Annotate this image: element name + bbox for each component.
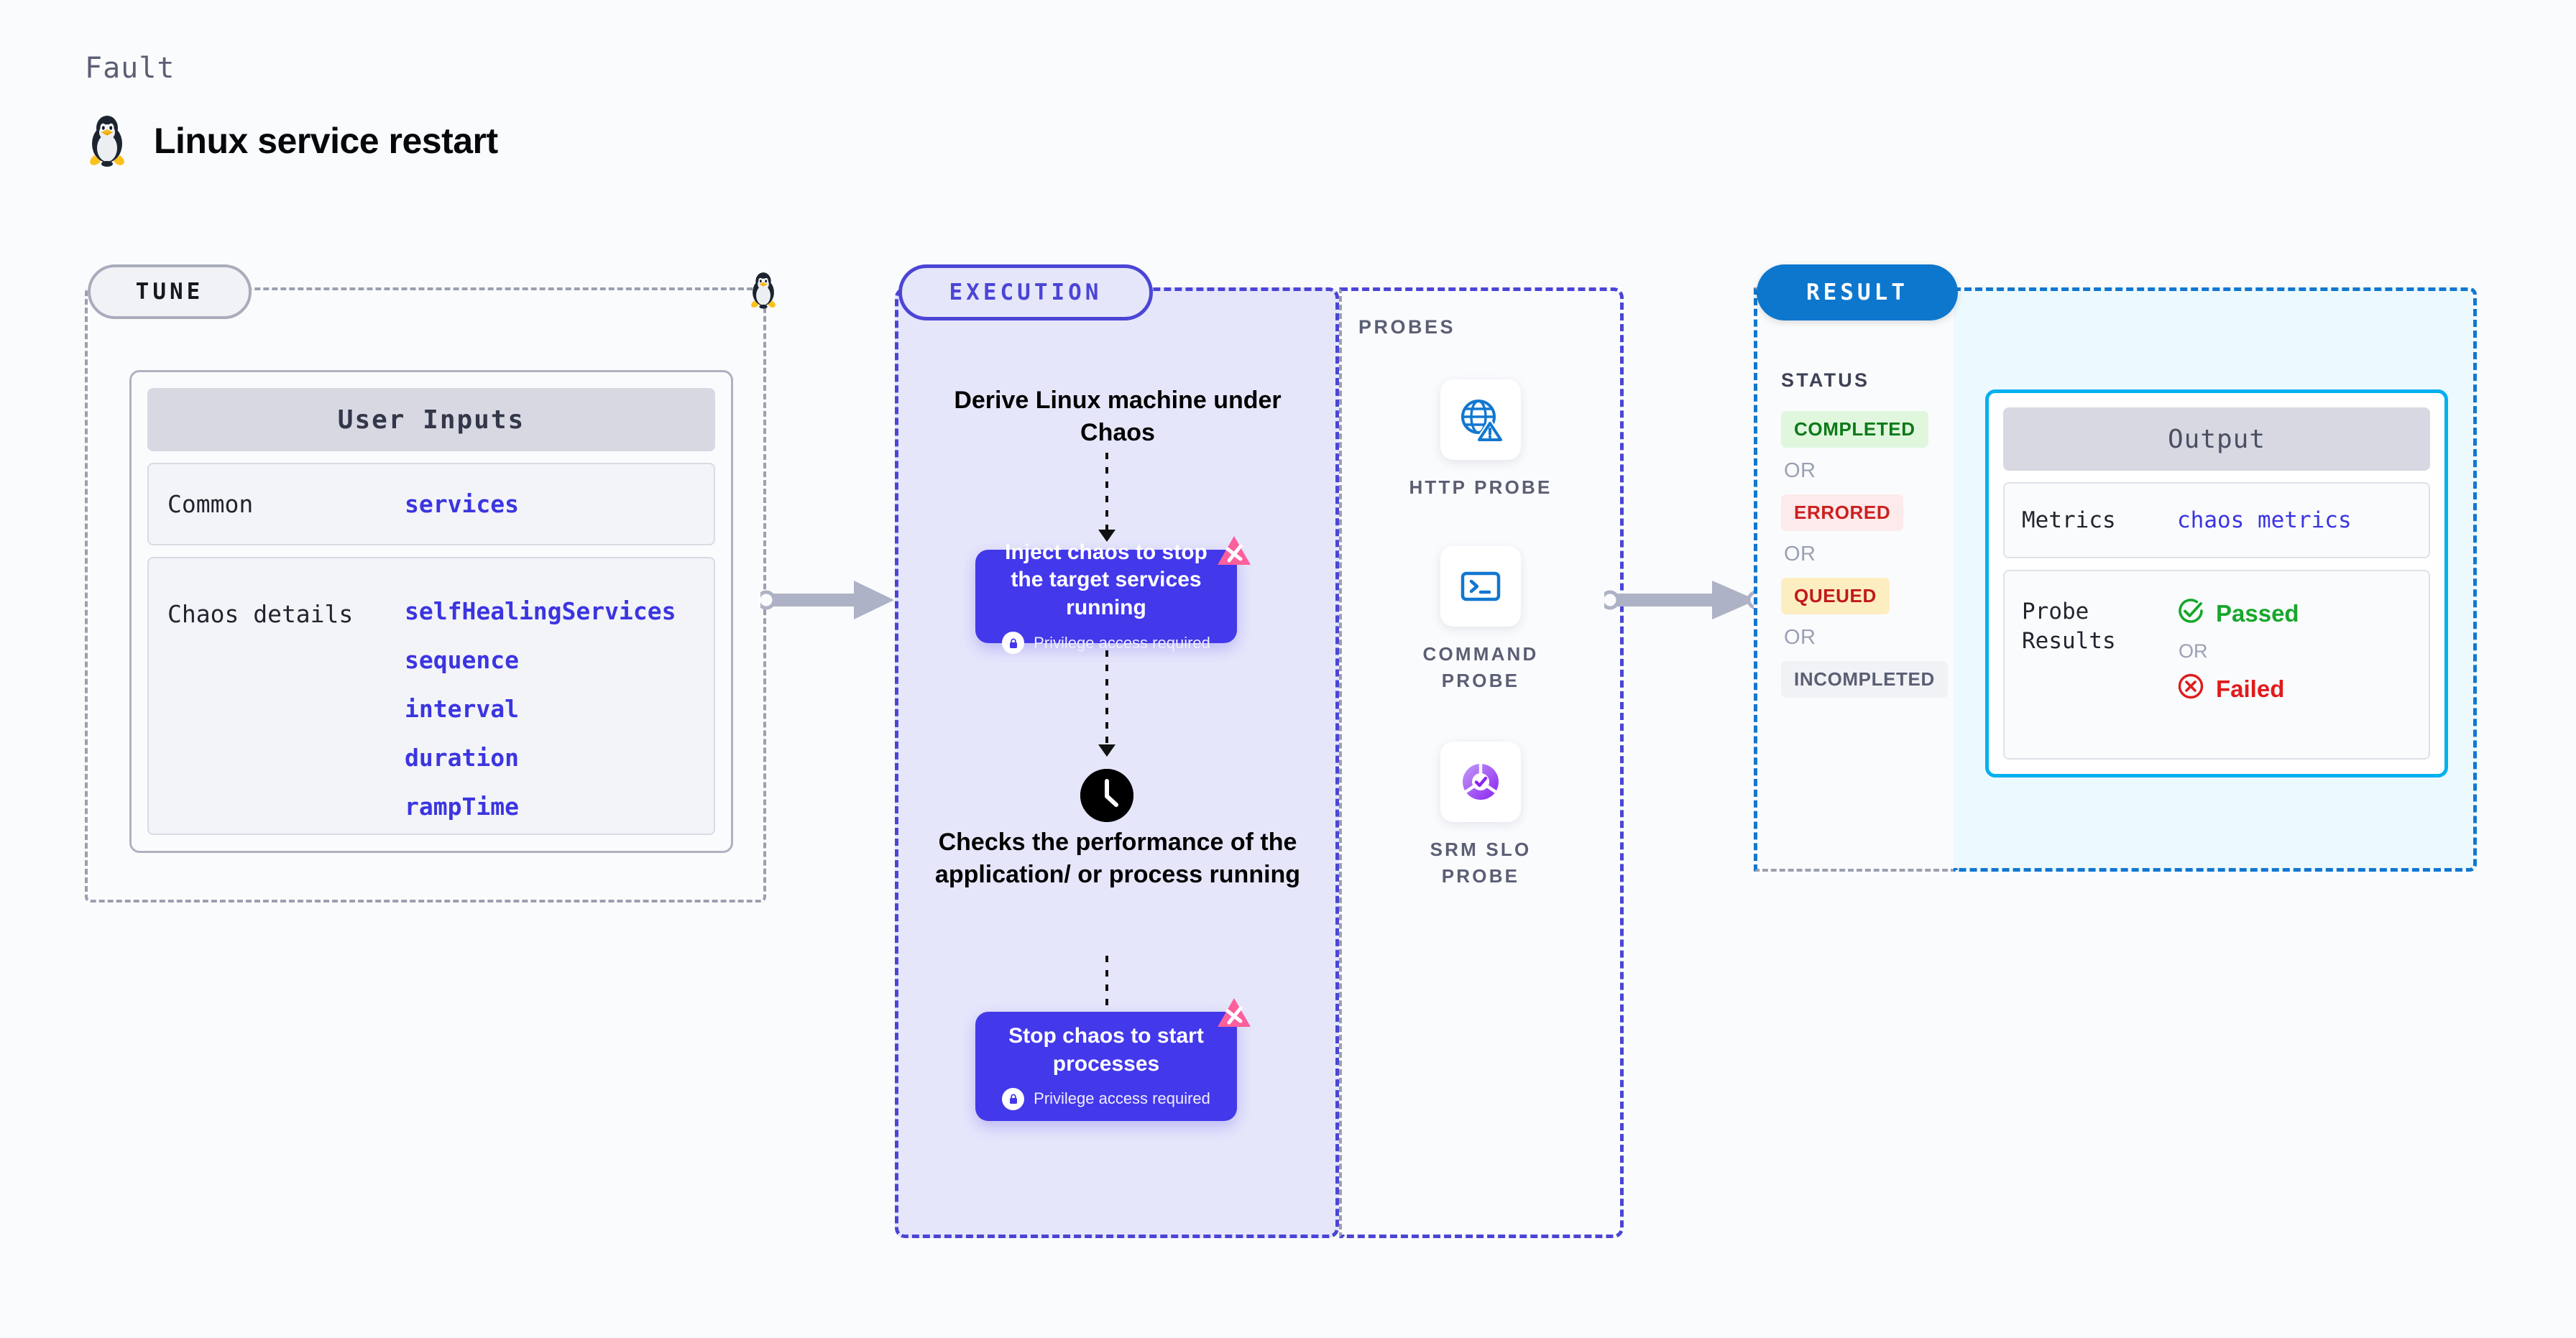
- input-row-values: selfHealingServices sequence interval du…: [405, 597, 676, 821]
- input-value[interactable]: rampTime: [405, 793, 519, 821]
- input-row-chaos-details: Chaos details selfHealingServices sequen…: [147, 557, 715, 835]
- terminal-icon: [1440, 546, 1521, 627]
- probe-result-failed: Failed: [2177, 673, 2299, 706]
- or-separator: OR: [1784, 626, 1816, 649]
- input-row-common: Common services: [147, 463, 715, 545]
- status-badge-errored: ERRORED: [1781, 494, 1904, 531]
- probe-srm-slo[interactable]: SRM SLO PROBE: [1409, 742, 1552, 890]
- status-badge-completed: COMPLETED: [1781, 411, 1928, 448]
- probe-label: COMMAND PROBE: [1422, 643, 1539, 691]
- node-subtext-row: Privilege access required: [1002, 632, 1210, 655]
- status-badge-queued: QUEUED: [1781, 578, 1890, 614]
- slo-gauge-check-icon: [1440, 742, 1521, 822]
- or-separator: OR: [1784, 459, 1816, 482]
- chaos-mark-icon: [1212, 530, 1256, 578]
- clock-icon: [1080, 769, 1133, 822]
- user-inputs-card: User Inputs Common services Chaos detail…: [129, 370, 733, 853]
- execution-stage-pill[interactable]: EXECUTION: [898, 264, 1153, 320]
- x-circle-icon: [2177, 673, 2204, 706]
- output-row-metrics: Metrics chaos metrics: [2003, 482, 2430, 558]
- input-value[interactable]: sequence: [405, 646, 519, 674]
- page-kicker: Fault: [85, 52, 175, 85]
- probe-result-options: Passed OR Failed: [2177, 597, 2299, 706]
- probes-label: PROBES: [1358, 316, 1456, 338]
- lock-icon: [1002, 1087, 1025, 1110]
- output-title: Output: [2003, 407, 2430, 471]
- node-subtext: Privilege access required: [1034, 633, 1210, 652]
- probe-result-failed-label: Failed: [2216, 675, 2285, 702]
- probe-http[interactable]: HTTP PROBE: [1409, 379, 1552, 501]
- connector-tune-to-execution: [756, 575, 901, 629]
- flow-arrow-1: [1098, 530, 1116, 542]
- input-row-label: Chaos details: [167, 600, 354, 628]
- status-list: COMPLETED OR ERRORED OR QUEUED OR INCOMP…: [1781, 411, 1948, 698]
- probe-result-passed-label: Passed: [2216, 600, 2299, 627]
- probe-label: HTTP PROBE: [1409, 476, 1552, 498]
- input-value[interactable]: duration: [405, 744, 519, 772]
- probe-command[interactable]: COMMAND PROBE: [1409, 546, 1552, 694]
- lock-icon: [1002, 632, 1025, 655]
- result-stage-pill[interactable]: RESULT: [1757, 264, 1958, 320]
- output-row-probe-results: Probe Results Passed OR: [2003, 570, 2430, 760]
- flow-connector-2: [1105, 650, 1108, 747]
- page-title: Linux service restart: [154, 121, 498, 161]
- input-value[interactable]: selfHealingServices: [405, 597, 676, 625]
- node-subtext-row: Privilege access required: [1002, 1087, 1210, 1110]
- node-title: Inject chaos to stop the target services…: [1005, 540, 1208, 619]
- input-row-values: services: [405, 490, 519, 518]
- globe-warning-icon: [1440, 379, 1521, 460]
- input-value[interactable]: services: [405, 490, 519, 519]
- output-row-label: Probe Results: [2022, 599, 2116, 654]
- input-row-label: Common: [167, 490, 254, 519]
- probe-label: SRM SLO PROBE: [1430, 839, 1532, 887]
- node-title: Stop chaos to start processes: [1008, 1024, 1204, 1076]
- or-separator: OR: [2179, 640, 2208, 662]
- chaos-mark-icon: [1212, 992, 1256, 1041]
- derive-machine-text: Derive Linux machine under Chaos: [954, 387, 1282, 447]
- input-value[interactable]: interval: [405, 695, 519, 723]
- node-stop-chaos[interactable]: Stop chaos to start processes Privilege …: [975, 998, 1251, 1121]
- page-title-row: Linux service restart: [85, 115, 498, 167]
- status-badge-incompleted: INCOMPLETED: [1781, 661, 1948, 698]
- node-inject-chaos[interactable]: Inject chaos to stop the target services…: [975, 536, 1251, 655]
- tune-stage-pill[interactable]: TUNE: [88, 264, 252, 319]
- connector-execution-to-result: [1600, 575, 1770, 629]
- linux-penguin-badge-icon: [748, 272, 779, 313]
- flow-connector-3: [1105, 956, 1108, 1028]
- probe-result-passed: Passed: [2177, 597, 2299, 630]
- user-inputs-title: User Inputs: [147, 388, 715, 452]
- output-row-label: Metrics: [2022, 507, 2116, 533]
- check-circle-icon: [2177, 597, 2204, 630]
- flow-connector-1: [1105, 453, 1108, 532]
- status-label: STATUS: [1781, 369, 1870, 391]
- check-performance-text: Checks the performance of the applicatio…: [934, 829, 1301, 889]
- or-separator: OR: [1784, 543, 1816, 566]
- node-subtext: Privilege access required: [1034, 1089, 1210, 1108]
- linux-penguin-icon: [85, 115, 129, 167]
- output-card: Output Metrics chaos metrics Probe Resul…: [1985, 389, 2448, 778]
- output-metrics-value[interactable]: chaos metrics: [2177, 507, 2352, 533]
- flow-arrow-2: [1098, 744, 1116, 757]
